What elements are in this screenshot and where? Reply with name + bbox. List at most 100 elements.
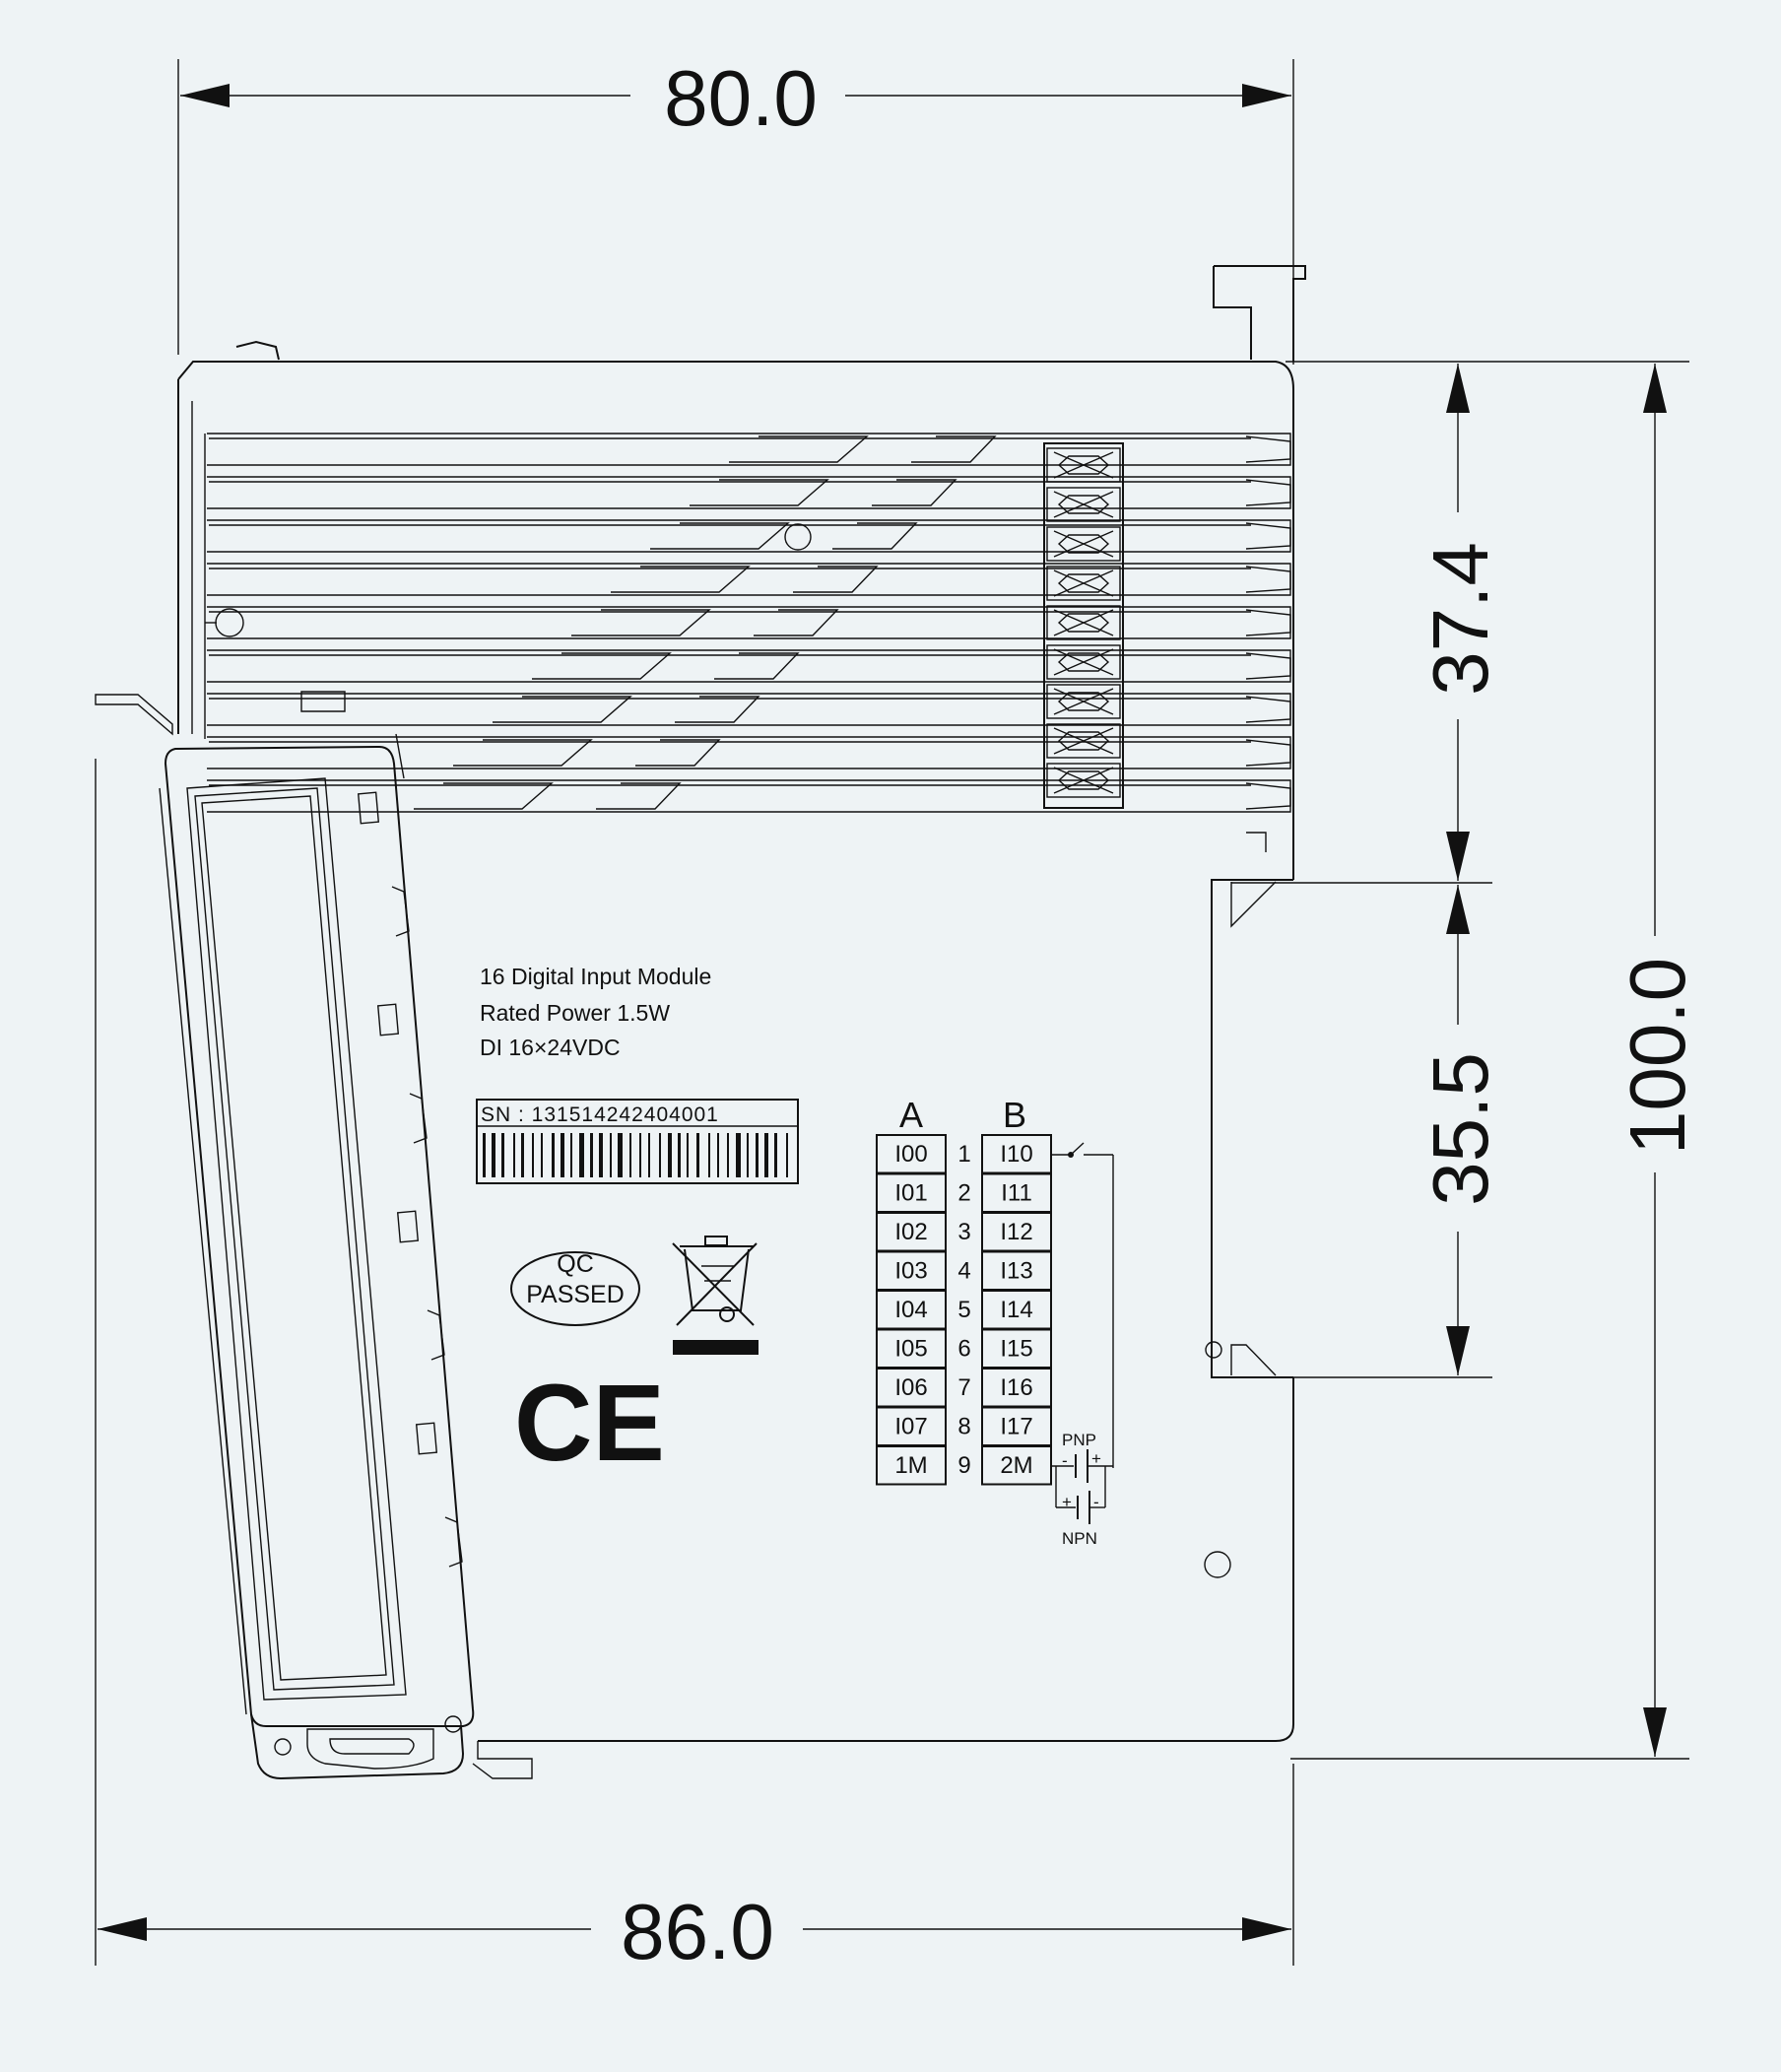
connector-cell bbox=[1046, 763, 1121, 798]
barcode-bar bbox=[561, 1133, 564, 1177]
barcode-bar bbox=[659, 1133, 661, 1177]
barcode-bar bbox=[687, 1133, 689, 1177]
dim-bottom-width: 86.0 bbox=[621, 1888, 774, 1975]
ce-mark: CE bbox=[514, 1363, 665, 1484]
barcode-bar bbox=[668, 1133, 672, 1177]
terminal-row: I06 7 I16 bbox=[876, 1368, 1052, 1408]
npn-minus: - bbox=[1093, 1493, 1099, 1511]
terminal-row: I07 8 I17 bbox=[876, 1406, 1052, 1446]
fin bbox=[207, 433, 1291, 466]
terminal-header-a: A bbox=[899, 1095, 923, 1135]
terminal-number: 6 bbox=[957, 1336, 970, 1363]
npn-label: NPN bbox=[1062, 1529, 1097, 1548]
terminal-label-b: I12 bbox=[1000, 1219, 1032, 1245]
terminal-cell-b bbox=[981, 1445, 1052, 1486]
label-line-1: 16 Digital Input Module bbox=[480, 964, 711, 989]
terminal-label-a: I05 bbox=[894, 1336, 927, 1363]
barcode-bar bbox=[532, 1133, 534, 1177]
fin bbox=[207, 649, 1291, 683]
terminal-label-a: I01 bbox=[894, 1180, 927, 1207]
barcode-bar bbox=[483, 1133, 486, 1177]
barcode-bar bbox=[570, 1133, 572, 1177]
terminal-label-a: 1M bbox=[894, 1452, 927, 1479]
terminal-label-b: I14 bbox=[1000, 1297, 1032, 1323]
terminal-number: 9 bbox=[957, 1452, 970, 1479]
dim-total-height: 100.0 bbox=[1614, 958, 1701, 1155]
barcode-bar bbox=[541, 1133, 543, 1177]
terminal-label-a: I02 bbox=[894, 1219, 927, 1245]
terminal-label-b: 2M bbox=[1000, 1452, 1032, 1479]
barcode-bar bbox=[678, 1133, 681, 1177]
barcode-bar bbox=[727, 1133, 729, 1177]
fin bbox=[207, 736, 1291, 769]
qc-line-1: QC bbox=[557, 1250, 594, 1278]
terminal-label-b: I10 bbox=[1000, 1141, 1032, 1168]
barcode-bar bbox=[648, 1133, 650, 1177]
terminal-label-a: I04 bbox=[894, 1297, 927, 1323]
terminal-number: 3 bbox=[957, 1219, 970, 1245]
terminal-number: 5 bbox=[957, 1297, 970, 1323]
connector-cell bbox=[1046, 526, 1121, 562]
barcode-bar bbox=[579, 1133, 584, 1177]
barcode-bar bbox=[501, 1133, 504, 1177]
wiring-diagram: PNP NPN - + + - bbox=[1051, 1142, 1114, 1548]
serial-barcode: SN : 131514242404001 bbox=[476, 1099, 799, 1184]
terminal-label-b: I15 bbox=[1000, 1336, 1032, 1363]
barcode-bar bbox=[696, 1133, 699, 1177]
module-body bbox=[95, 265, 1306, 1779]
barcode-bar bbox=[590, 1133, 593, 1177]
fin bbox=[207, 519, 1291, 553]
label-line-2: Rated Power 1.5W bbox=[480, 1000, 670, 1026]
weee-crossed-bin-icon bbox=[672, 1236, 759, 1355]
barcode-bar bbox=[618, 1133, 623, 1177]
barcode-bar bbox=[747, 1133, 749, 1177]
terminal-row: I05 6 I15 bbox=[876, 1328, 1052, 1369]
fin bbox=[207, 779, 1291, 813]
dim-upper-height: 37.4 bbox=[1417, 542, 1504, 696]
cooling-fins bbox=[207, 433, 1291, 813]
label-line-3: DI 16×24VDC bbox=[480, 1035, 621, 1060]
fin bbox=[207, 563, 1291, 596]
connector-cell bbox=[1046, 447, 1121, 483]
npn-plus: + bbox=[1062, 1493, 1072, 1511]
fin bbox=[207, 476, 1291, 509]
fin bbox=[207, 606, 1291, 639]
barcode-bar bbox=[708, 1133, 710, 1177]
qc-line-2: PASSED bbox=[526, 1281, 625, 1308]
connector-cell bbox=[1046, 644, 1121, 680]
terminal-number: 1 bbox=[957, 1141, 970, 1168]
terminal-row: 1M 9 2M bbox=[876, 1445, 1052, 1486]
connector-cell bbox=[1046, 723, 1121, 759]
barcode-bar bbox=[629, 1133, 631, 1177]
terminal-cell-a bbox=[876, 1445, 947, 1486]
dim-rail-height: 35.5 bbox=[1417, 1052, 1504, 1206]
serial-number: SN : 131514242404001 bbox=[481, 1103, 719, 1126]
pnp-label: PNP bbox=[1062, 1431, 1096, 1449]
connector-cell bbox=[1046, 566, 1121, 601]
terminal-header-b: B bbox=[1003, 1095, 1026, 1135]
front-cover bbox=[159, 733, 475, 1780]
terminal-number: 8 bbox=[957, 1414, 970, 1440]
barcode-bar bbox=[774, 1133, 777, 1177]
dim-top-width: 80.0 bbox=[664, 54, 818, 142]
terminal-number: 7 bbox=[957, 1374, 970, 1401]
barcode-bar bbox=[764, 1133, 768, 1177]
terminal-label-b: I11 bbox=[1001, 1180, 1032, 1207]
qc-passed-badge: QC PASSED bbox=[510, 1250, 640, 1326]
terminal-row: I02 3 I12 bbox=[876, 1212, 1052, 1252]
barcode-bar bbox=[639, 1133, 641, 1177]
barcode-bar bbox=[736, 1133, 741, 1177]
terminal-label-a: I06 bbox=[894, 1374, 927, 1401]
barcode-bar bbox=[513, 1133, 515, 1177]
terminal-label-b: I17 bbox=[1000, 1414, 1032, 1440]
fin bbox=[207, 693, 1291, 726]
terminal-label-a: I07 bbox=[894, 1414, 927, 1440]
dimension-lines: 80.0 86.0 37.4 35.5 100.0 bbox=[95, 54, 1701, 1975]
terminal-label-b: I16 bbox=[1000, 1374, 1032, 1401]
barcode-bar bbox=[610, 1133, 612, 1177]
pnp-plus: + bbox=[1091, 1449, 1101, 1468]
